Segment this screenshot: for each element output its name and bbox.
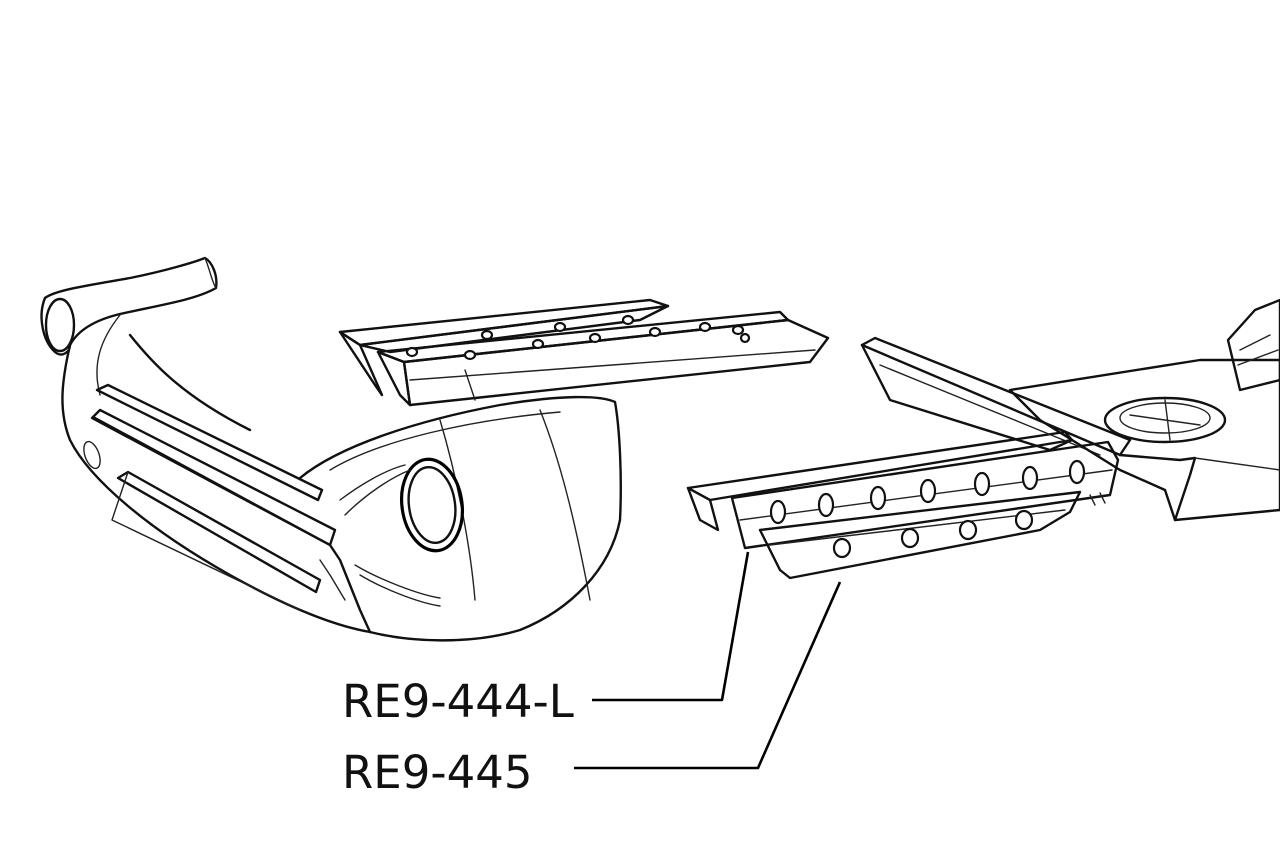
outer-sill-re9-445 [758, 490, 1082, 580]
leader-line-re9-444-l [592, 551, 750, 702]
upper-sill-assembly [338, 298, 830, 407]
leader-line-re9-445 [574, 581, 842, 770]
front-nose-panel [40, 256, 622, 642]
rear-floor-assembly [860, 298, 1280, 522]
part-number-label: RE9-445 [342, 746, 532, 799]
inner-sill-re9-444-l [730, 440, 1120, 550]
lower-sill-assembly [686, 430, 1120, 580]
part-number-label: RE9-444-L [342, 675, 574, 728]
